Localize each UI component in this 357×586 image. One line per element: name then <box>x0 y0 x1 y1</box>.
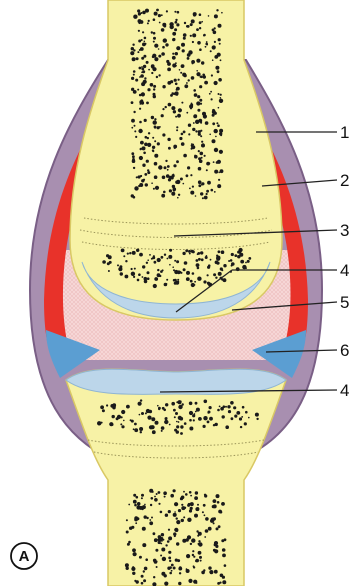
callout-2: 2 <box>340 171 349 190</box>
callout-1: 1 <box>340 123 349 142</box>
callout-4-lower: 4 <box>340 381 349 400</box>
callout-3: 3 <box>340 221 349 240</box>
panel-label: A <box>11 543 37 569</box>
callout-6: 6 <box>340 341 349 360</box>
callout-4-upper: 4 <box>340 261 349 280</box>
panel-label-letter: A <box>19 548 30 565</box>
callout-5: 5 <box>340 293 349 312</box>
lower-bone <box>66 369 286 586</box>
